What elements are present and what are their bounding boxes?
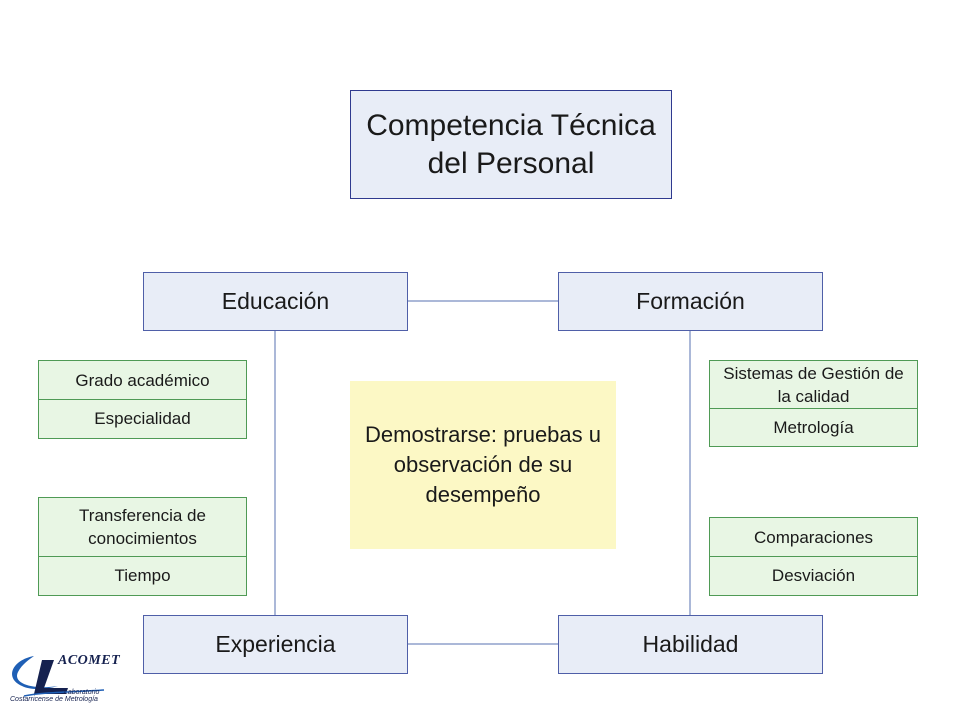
formacion-sub-list: Sistemas de Gestión de la calidad Metrol… — [709, 360, 918, 447]
logo-mark-icon — [12, 656, 105, 697]
sub-item-grado-academico: Grado académico — [75, 370, 210, 390]
sub-item-sistemas-gestion: Sistemas de Gestión de la calidad — [723, 363, 904, 406]
node-experiencia: Experiencia — [143, 615, 408, 674]
sub-item-metrologia: Metrología — [710, 408, 917, 445]
sub-item-tiempo: Tiempo — [39, 556, 246, 594]
lacomet-logo: ACOMET Laboratorio Costarricense de Metr… — [4, 650, 124, 710]
habilidad-sub-list: Comparaciones Desviación — [709, 517, 918, 596]
node-habilidad: Habilidad — [558, 615, 823, 674]
logo-subtitle-1: Laboratorio — [64, 689, 100, 696]
experiencia-sub-list: Transferencia de conocimientos Tiempo — [38, 497, 247, 596]
educacion-sub-list: Grado académico Especialidad — [38, 360, 247, 439]
diagram-title: Competencia Técnica del Personal — [350, 90, 672, 199]
node-formacion: Formación — [558, 272, 823, 331]
sub-item-transferencia: Transferencia de conocimientos — [79, 506, 206, 548]
title-line-2: del Personal — [427, 146, 595, 180]
sub-item-comparaciones: Comparaciones — [753, 527, 874, 547]
sub-item-especialidad: Especialidad — [39, 399, 246, 437]
sub-item-desviacion: Desviación — [710, 556, 917, 594]
logo-subtitle-2: Costarricense de Metrología — [10, 696, 98, 703]
logo-wordmark: ACOMET — [58, 653, 121, 668]
node-educacion: Educación — [143, 272, 408, 331]
title-line-1: Competencia Técnica — [366, 108, 656, 142]
center-note: Demostrarse: pruebas u observación de su… — [350, 381, 616, 549]
